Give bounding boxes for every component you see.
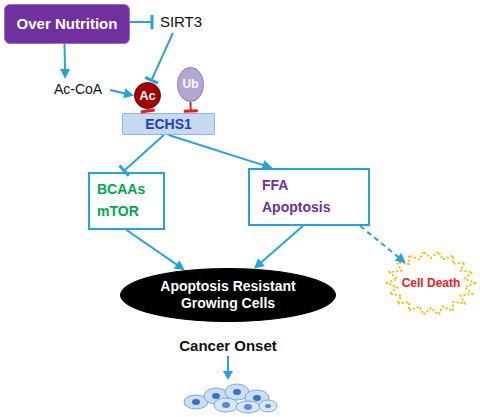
cell: [214, 398, 238, 412]
cell-death-burst-fill: [387, 252, 475, 315]
ubiquitin-oval-fill: [178, 68, 204, 102]
arrow-head: [60, 69, 70, 79]
activation-connector: [127, 230, 185, 270]
cell-state-ellipse: Apoptosis Resistant Growing Cells: [120, 268, 336, 322]
protein-label-node: SIRT3: [154, 11, 208, 33]
node-text: Apoptosis: [262, 197, 330, 219]
inhibition-bar: [151, 15, 154, 29]
node-text: SIRT3: [160, 13, 202, 31]
arrow-head: [174, 260, 185, 270]
onset-arrow: [223, 356, 233, 380]
arrow-head: [254, 258, 265, 268]
protein-box: ECHS1: [122, 113, 215, 135]
cell: [236, 401, 260, 413]
cell-nucleus: [265, 404, 271, 408]
inhibition-bar: [184, 109, 198, 112]
inhibition-connector: [141, 109, 155, 112]
connector-line: [63, 44, 66, 71]
activation-connector: [110, 88, 134, 98]
outcome-box: FFAApoptosis: [248, 168, 370, 226]
activation-connector: [60, 44, 70, 79]
onset-arrow-shaft: [227, 356, 229, 372]
node-text: Apoptosis Resistant Growing Cells: [143, 278, 313, 312]
process-box: Over Nutrition: [4, 4, 130, 44]
connector-line: [360, 226, 399, 258]
connector-line: [110, 90, 126, 94]
node-text: Ac-CoA: [54, 81, 102, 98]
inhibition-connector: [145, 33, 173, 83]
cell-nucleus: [233, 389, 241, 395]
connector-line: [124, 135, 164, 171]
activation-connector: [360, 226, 406, 263]
cancer-cells-illustration: [184, 384, 277, 413]
activation-connector: [169, 135, 273, 170]
node-text: Cell Death: [402, 276, 461, 290]
ubiquitin-oval: Ub: [177, 67, 204, 102]
stage-label: Cancer Onset: [160, 337, 296, 354]
acetyl-circle-fill: [135, 83, 161, 109]
cell: [259, 400, 277, 412]
cell-nucleus: [212, 393, 220, 399]
connector-line: [152, 33, 173, 80]
node-text: ECHS1: [145, 116, 192, 133]
arrow-head: [261, 160, 272, 170]
connector-line: [169, 135, 265, 166]
cell-nucleus: [192, 399, 200, 405]
node-text: FFA: [262, 175, 288, 197]
cell-nucleus: [253, 395, 261, 401]
inhibition-connector: [184, 102, 198, 111]
onset-arrow-head: [223, 371, 233, 380]
outcome-box: BCAAsmTOR: [88, 172, 165, 230]
node-text: BCAAs: [97, 179, 145, 201]
node-text: mTOR: [97, 201, 139, 223]
connector-line: [127, 230, 179, 266]
inhibition-bar: [119, 165, 128, 175]
node-text: Ac: [139, 88, 156, 104]
activation-connector: [254, 226, 303, 269]
connector-line: [260, 226, 303, 264]
arrow-head: [123, 88, 134, 98]
connector-line: [130, 21, 152, 23]
node-text: Over Nutrition: [17, 15, 118, 33]
cell-nucleus: [222, 402, 230, 408]
cell-nucleus: [244, 404, 252, 410]
inhibition-connector: [130, 15, 152, 29]
inhibition-connector: [119, 135, 163, 176]
acetyl-circle: Ac: [134, 82, 161, 109]
cell-state-ellipse-fill: [121, 269, 336, 322]
metabolite-node: Ac-CoA: [46, 79, 110, 99]
arrow-head: [395, 253, 406, 263]
node-text: Ub: [183, 77, 199, 91]
inhibition-bar: [141, 110, 155, 112]
inhibition-bar: [145, 77, 158, 83]
